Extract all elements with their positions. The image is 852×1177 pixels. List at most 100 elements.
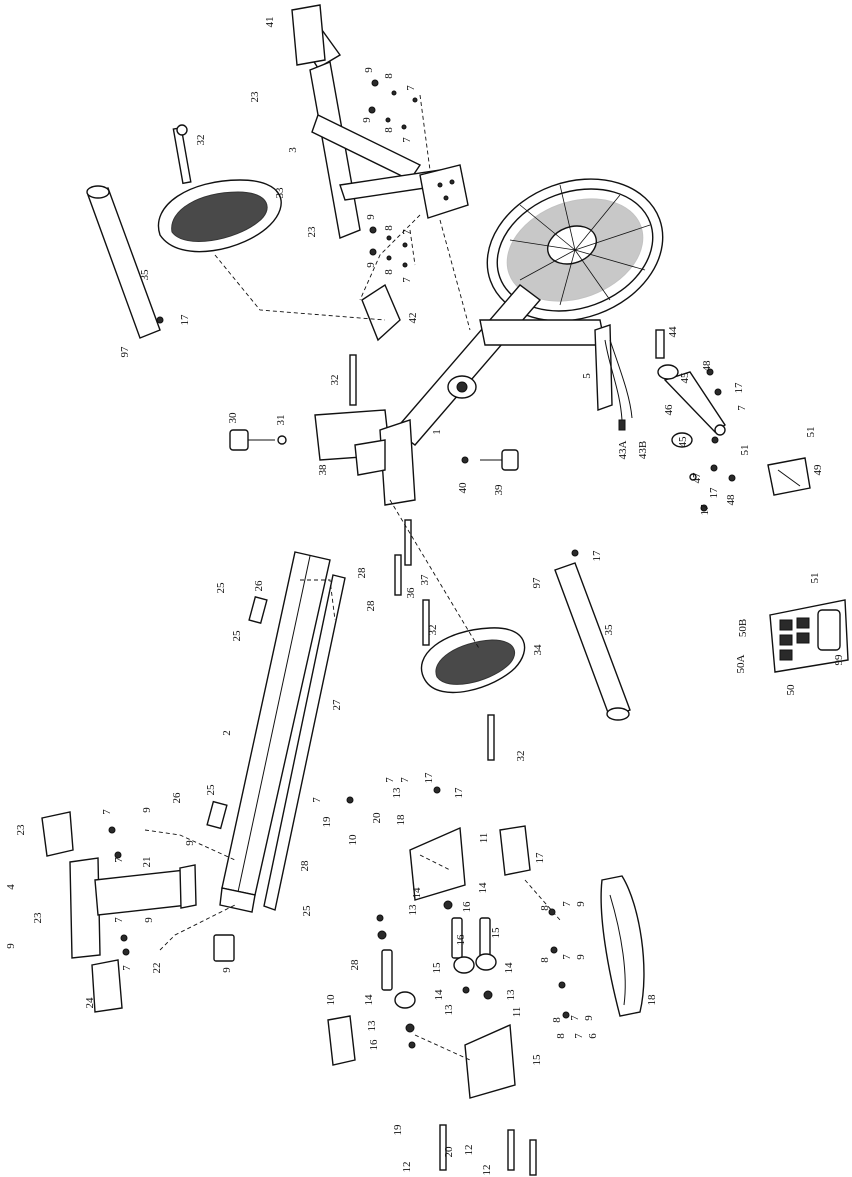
part-label-7: 7	[405, 85, 417, 91]
part-label-16: 16	[455, 934, 467, 946]
part-label-36: 36	[405, 587, 417, 599]
knob-30	[229, 429, 287, 451]
part-label-7: 7	[399, 777, 411, 783]
part-label-97: 97	[531, 577, 543, 589]
part-label-45: 45	[677, 436, 689, 448]
part-label-9: 9	[5, 943, 17, 949]
part-label-25: 25	[215, 582, 227, 594]
part-label-9: 9	[575, 954, 587, 960]
part-label-9: 9	[365, 262, 377, 268]
part-label-26: 26	[171, 792, 183, 804]
part-label-14: 14	[411, 887, 423, 899]
part-label-14: 14	[433, 989, 445, 1001]
part-label-38: 38	[317, 464, 329, 476]
part-label-7: 7	[384, 777, 396, 783]
part-label-9: 9	[575, 901, 587, 907]
main-frame-1	[314, 284, 613, 506]
part-label-1: 1	[431, 429, 443, 435]
part-label-28: 28	[299, 860, 311, 872]
part-label-23: 23	[15, 824, 27, 836]
part-label-32: 32	[515, 751, 527, 762]
part-label-34: 34	[532, 644, 544, 656]
part-label-49: 49	[812, 464, 824, 476]
part-label-23: 23	[306, 226, 318, 238]
foot-pedal-34	[420, 627, 526, 694]
part-label-10: 10	[347, 834, 359, 846]
part-label-50: 50	[785, 684, 797, 696]
part-label-26: 26	[253, 580, 265, 592]
part-label-13: 13	[407, 904, 419, 916]
part-label-40: 40	[457, 482, 469, 494]
part-label-35: 35	[603, 624, 615, 636]
part-label-13: 13	[443, 1004, 455, 1016]
fan-wheel	[486, 178, 664, 322]
part-label-4: 4	[5, 884, 17, 890]
part-label-15: 15	[431, 962, 443, 974]
part-label-17: 17	[423, 772, 435, 784]
part-label-47: 47	[691, 472, 703, 484]
part-label-7: 7	[561, 901, 573, 907]
console-99	[769, 599, 849, 673]
part-label-8: 8	[383, 269, 395, 275]
part-label-9: 9	[361, 117, 373, 123]
part-label-97: 97	[119, 346, 131, 358]
part-label-8: 8	[555, 1033, 567, 1039]
part-label-20: 20	[371, 812, 383, 824]
part-label-8: 8	[539, 957, 551, 963]
foot-strap-35-upper	[86, 185, 161, 339]
rail-2	[219, 551, 346, 913]
part-label-8: 8	[551, 1017, 563, 1023]
part-label-13: 13	[505, 989, 517, 1001]
part-label-8: 8	[383, 73, 395, 79]
part-label-7: 7	[113, 857, 125, 863]
part-label-11: 11	[478, 833, 490, 844]
part-label-17: 17	[453, 787, 465, 799]
part-label-32: 32	[427, 625, 439, 636]
part-label-3: 3	[287, 147, 299, 153]
part-label-16: 16	[461, 901, 473, 913]
part-label-46: 46	[663, 404, 675, 416]
fasteners	[108, 79, 579, 1049]
part-label-28: 28	[349, 959, 361, 971]
part-label-48: 48	[701, 360, 713, 372]
part-label-25: 25	[231, 630, 243, 642]
part-label-11: 11	[511, 1007, 523, 1018]
part-label-8: 8	[383, 225, 395, 231]
part-label-15: 15	[531, 1054, 543, 1066]
part-label-5: 5	[581, 373, 593, 379]
part-label-50b: 50B	[737, 619, 749, 637]
foot-pedal-33	[157, 124, 282, 253]
part-label-28: 28	[365, 600, 377, 612]
part-label-7: 7	[569, 1015, 581, 1021]
part-label-99: 99	[833, 654, 845, 666]
part-label-7: 7	[401, 137, 413, 143]
seat-6	[600, 875, 645, 1017]
part-label-12: 12	[481, 1165, 493, 1176]
upright-frame-3	[298, 29, 469, 239]
part-label-25: 25	[205, 784, 217, 796]
part-label-33: 33	[274, 187, 286, 199]
part-label-15: 15	[490, 927, 502, 939]
part-label-30: 30	[227, 412, 239, 424]
bracket-42	[361, 283, 401, 342]
part-label-44: 44	[667, 326, 679, 338]
part-label-12: 12	[463, 1145, 475, 1156]
seat-carriage	[327, 825, 537, 1176]
part-label-39: 39	[493, 484, 505, 496]
part-label-7: 7	[561, 954, 573, 960]
part-label-9: 9	[363, 67, 375, 73]
part-label-9: 9	[365, 214, 377, 220]
part-label-18: 18	[646, 994, 658, 1006]
part-label-42: 42	[407, 313, 419, 324]
handle-arm-46	[655, 329, 736, 512]
part-label-13: 13	[391, 787, 403, 799]
part-label-24: 24	[84, 997, 96, 1009]
part-label-6: 6	[587, 1033, 599, 1039]
sensor-wire-43	[604, 339, 633, 431]
part-label-7: 7	[101, 809, 113, 815]
foot-strap-35-lower	[554, 562, 631, 721]
part-label-27: 27	[331, 699, 343, 711]
part-label-16: 16	[368, 1039, 380, 1051]
